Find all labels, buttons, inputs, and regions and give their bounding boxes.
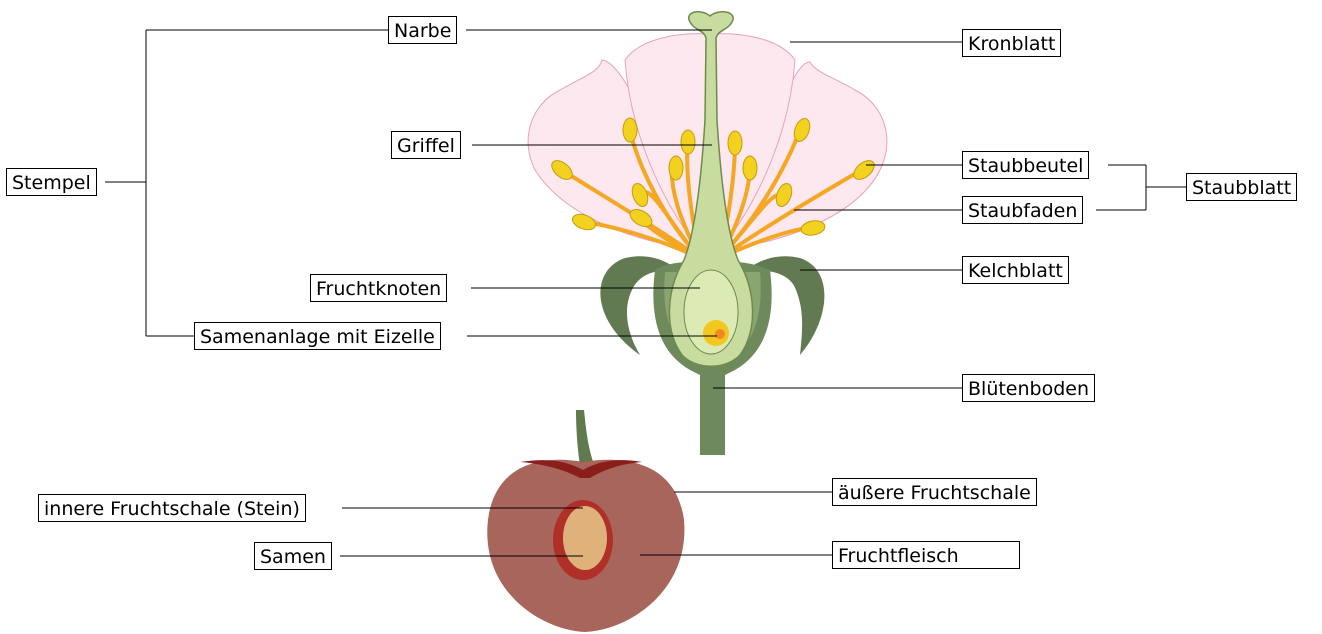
label-staubbeutel: Staubbeutel <box>962 151 1089 179</box>
label-staubblatt: Staubblatt <box>1186 173 1297 201</box>
label-samenanlage: Samenanlage mit Eizelle <box>194 322 441 350</box>
label-kronblatt: Kronblatt <box>962 29 1061 57</box>
label-staubfaden: Staubfaden <box>962 196 1083 224</box>
cherry-seed <box>563 506 607 570</box>
label-fruchtknoten: Fruchtknoten <box>310 274 447 302</box>
label-stempel: Stempel <box>6 168 97 196</box>
label-bluetenboden: Blütenboden <box>962 374 1095 402</box>
label-fruchtfleisch: Fruchtfleisch <box>832 541 1020 569</box>
label-samen: Samen <box>254 542 332 570</box>
label-innere-fruchtschale: innere Fruchtschale (Stein) <box>38 494 306 522</box>
label-aeussere-fruchtschale: äußere Fruchtschale <box>832 478 1037 506</box>
egg-cell <box>715 329 725 339</box>
label-kelchblatt: Kelchblatt <box>962 256 1069 284</box>
label-griffel: Griffel <box>391 131 461 159</box>
label-narbe: Narbe <box>388 16 457 44</box>
